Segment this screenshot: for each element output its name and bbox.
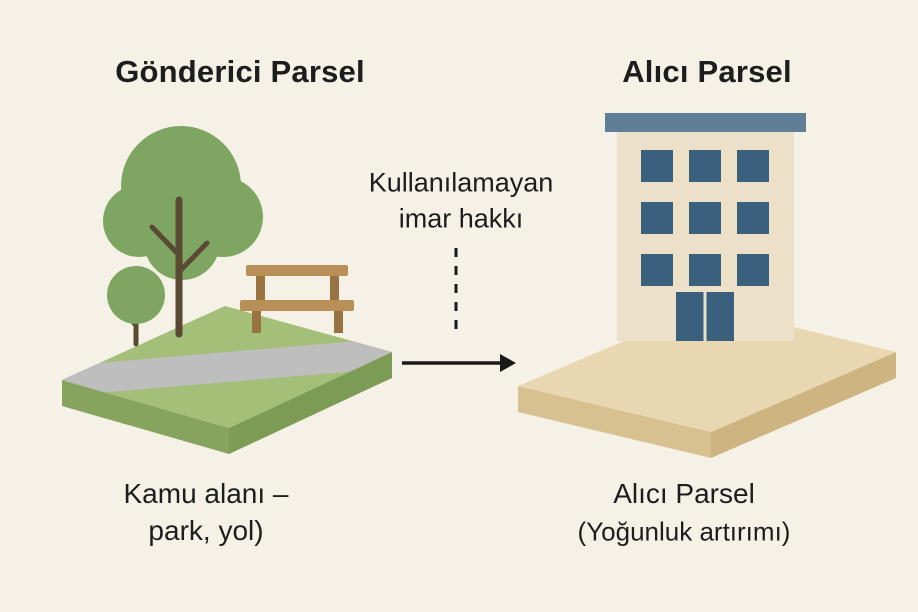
receiver-caption-line1: Alıcı Parsel xyxy=(613,478,755,509)
sender-parcel-right-face xyxy=(229,352,392,454)
building-window xyxy=(689,254,721,286)
receiver-parcel-top-face xyxy=(518,306,896,432)
building-roof xyxy=(605,113,806,132)
road-strip xyxy=(62,338,392,396)
building xyxy=(605,113,806,341)
building-window xyxy=(737,254,769,286)
building-window xyxy=(689,202,721,234)
bench-leg xyxy=(334,310,343,333)
building-window xyxy=(641,202,673,234)
large-tree xyxy=(103,126,263,338)
transfer-connector xyxy=(402,248,516,372)
receiver-parcel-illustration xyxy=(518,113,896,458)
sender-parcel-title: Gönderici Parsel xyxy=(115,54,365,89)
bench-back-post xyxy=(330,275,339,303)
bush-canopy-circle xyxy=(107,266,165,324)
bench-back-rail xyxy=(246,265,348,276)
building-window xyxy=(689,150,721,182)
sender-parcel-illustration xyxy=(62,126,392,454)
sender-parcel-left-face xyxy=(62,380,229,454)
receiver-caption-line2: (Yoğunluk artırımı) xyxy=(577,516,791,547)
sender-caption-line2: park, yol) xyxy=(148,515,264,546)
receiver-parcel-left-face xyxy=(518,386,711,458)
building-window xyxy=(737,202,769,234)
receiver-parcel-title: Alıcı Parsel xyxy=(622,54,792,89)
receiver-parcel-right-face xyxy=(711,352,896,458)
bench-seat xyxy=(240,300,354,311)
tree-branch xyxy=(176,240,210,275)
building-window xyxy=(641,150,673,182)
park-bench xyxy=(240,265,354,333)
bench-leg xyxy=(252,310,261,333)
transfer-label-line2: imar hakkı xyxy=(398,203,524,234)
small-bush xyxy=(107,266,165,347)
tree-branch xyxy=(149,224,182,258)
arrow-head xyxy=(500,354,516,372)
bench-back-post xyxy=(256,275,265,303)
transfer-label-line1: Kullanılamayan xyxy=(368,167,554,198)
sender-caption-line1: Kamu alanı – xyxy=(123,478,289,509)
building-window xyxy=(737,150,769,182)
building-window xyxy=(641,254,673,286)
